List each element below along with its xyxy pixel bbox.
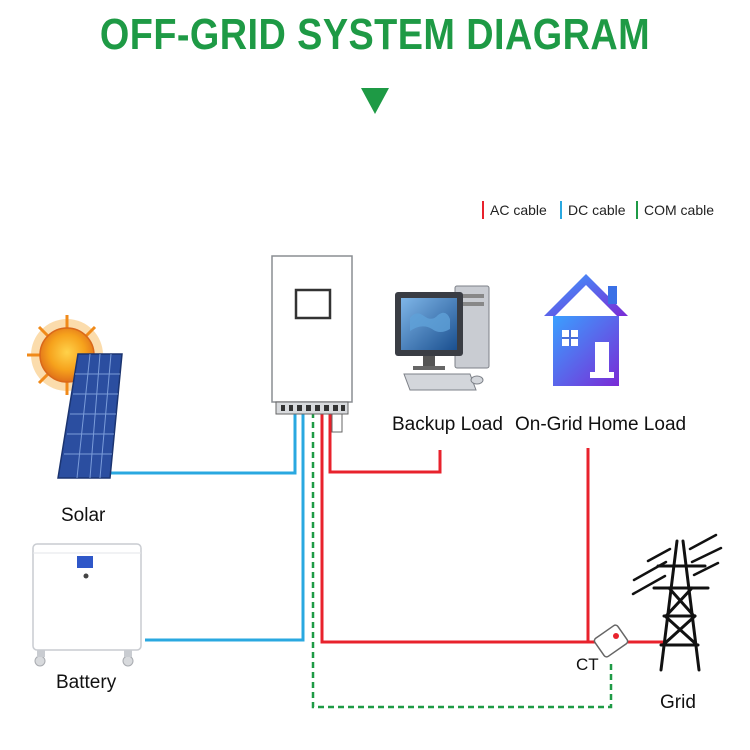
dc-cables xyxy=(110,412,305,642)
battery-label: Battery xyxy=(56,672,117,693)
down-triangle-icon xyxy=(361,88,389,114)
ct-clamp-icon xyxy=(593,624,629,658)
power-pylon-icon xyxy=(631,533,723,672)
dc-cable-battery xyxy=(145,412,305,642)
legend-item-dc: DC cable xyxy=(560,201,626,219)
legend-item-ac: AC cable xyxy=(482,201,547,219)
com-cable xyxy=(311,412,613,709)
page-title: OFF-GRID SYSTEM DIAGRAM xyxy=(99,10,651,59)
home-load-label: On-Grid Home Load xyxy=(515,414,687,435)
legend-label-com: COM cable xyxy=(644,202,715,218)
battery-icon xyxy=(32,543,142,667)
ac-cables xyxy=(320,412,665,644)
legend-label-dc: DC cable xyxy=(568,202,626,218)
legend-swatch-dc xyxy=(560,201,562,219)
house-icon xyxy=(544,274,628,386)
inverter-icon xyxy=(271,255,353,433)
legend-label-ac: AC cable xyxy=(490,202,547,218)
ac-cable-grid xyxy=(320,412,665,644)
solar-label: Solar xyxy=(61,505,106,526)
legend-swatch-com xyxy=(636,201,638,219)
computer-icon xyxy=(395,285,490,391)
legend-item-com: COM cable xyxy=(636,201,714,219)
solar-panel-icon xyxy=(57,353,123,479)
backup-load-label: Backup Load xyxy=(392,414,503,435)
legend-swatch-ac xyxy=(482,201,484,219)
ct-label: CT xyxy=(576,655,599,674)
grid-label: Grid xyxy=(660,692,696,713)
ac-cable-backup xyxy=(328,412,442,474)
dc-cable-solar xyxy=(110,412,297,475)
